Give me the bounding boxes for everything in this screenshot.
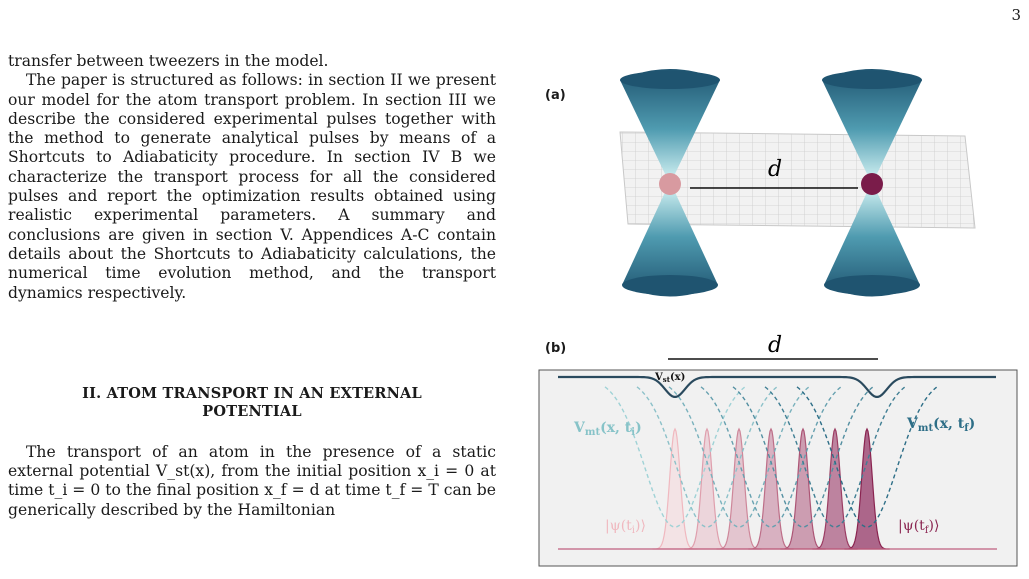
moving-potential-initial-label: Vmt(x, ti): [573, 420, 642, 438]
page-number: 3: [1011, 6, 1021, 24]
moving-potential-final-label: Vmt(x, tf): [906, 416, 975, 434]
moving-potential-curve: [604, 386, 746, 528]
moving-potential-curve: [796, 386, 938, 528]
moving-potential-curve: [764, 386, 906, 528]
panel-a-label: (a): [545, 88, 566, 103]
psi-final-label: |ψ(tf)⟩: [898, 518, 939, 536]
structure-paragraph: The paper is structured as follows: in s…: [8, 71, 496, 302]
section-heading: II. ATOM TRANSPORT IN AN EXTERNAL POTENT…: [82, 384, 422, 420]
moving-potential-curve: [700, 386, 842, 528]
moving-potential-curve: [732, 386, 874, 528]
moving-potential-group: [604, 386, 938, 528]
psi-initial-label: |ψ(ti)⟩: [605, 518, 646, 536]
wavefunction-packet: [844, 427, 890, 550]
right-tweezer: [822, 69, 922, 297]
wavefunction-group: [558, 427, 997, 550]
text-fragment: transfer between tweezers in the model.: [8, 52, 329, 70]
moving-potential-curve: [668, 386, 810, 528]
atom-initial: [659, 173, 681, 195]
left-tweezer: [620, 69, 720, 297]
panel-b-transport-figure: d Vst(x) Vmt(x, ti) Vmt(x, tf) |ψ(ti)⟩ |…: [538, 333, 1018, 567]
panel-a-tweezers-figure: d: [619, 69, 976, 297]
distance-label-a: d: [768, 157, 782, 182]
left-column-text: transfer between tweezers in the model. …: [8, 52, 496, 520]
panel-b-label: (b): [545, 341, 567, 356]
static-potential-curve: [558, 375, 996, 398]
distance-label-b: d: [768, 333, 782, 358]
static-potential-label: Vst(x): [654, 372, 685, 384]
section-paragraph: The transport of an atom in the presence…: [8, 442, 496, 519]
atom-final: [861, 173, 883, 195]
moving-potential-curve: [636, 386, 778, 528]
